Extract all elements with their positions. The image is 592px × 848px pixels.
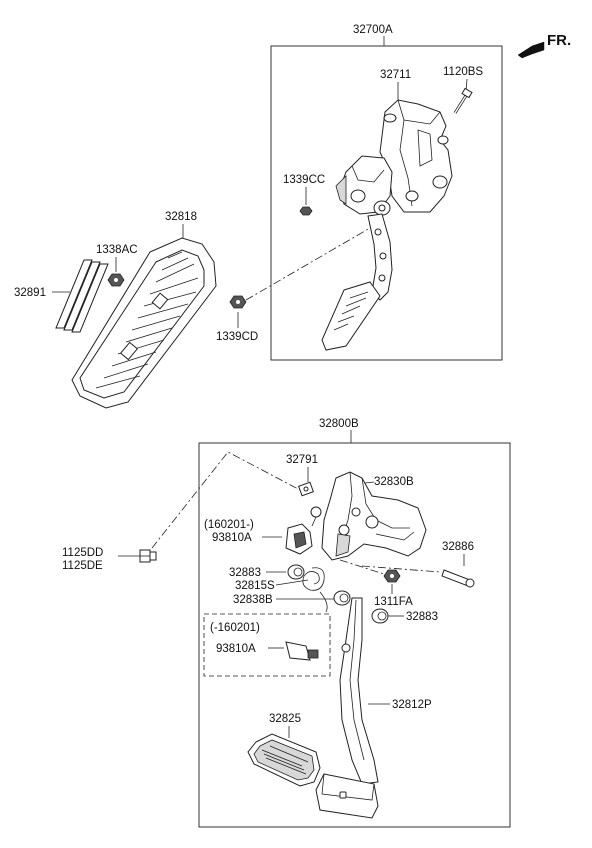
clip-1338AC [107,273,125,287]
label-1311FA: 1311FA [374,596,413,608]
lower-assembly-frame [198,442,511,828]
stop-lamp-switch-old [285,641,319,661]
label-1125DE: 1125DE [62,560,103,572]
label-32800B: 32800B [319,418,359,430]
label-32883-a: 32883 [229,567,261,579]
front-direction-indicator: FR. [517,32,571,59]
front-label: FR. [547,32,571,49]
accelerator-sensor-unit [335,155,393,216]
label-32818: 32818 [165,211,197,223]
bushing-32838B [333,590,351,606]
accelerator-pedal-assembly: 32700A 32711 1120BS 1339CC [14,24,503,409]
nut-1339CD [229,295,247,309]
label-32825: 32825 [269,713,301,725]
label-32700A: 32700A [353,24,393,36]
label-32830B: 32830B [374,476,414,488]
bolt-1120BS [453,87,473,114]
nut-1339CC [299,206,313,216]
brake-pedal-arm-32812P [339,597,379,785]
label-32891: 32891 [14,287,46,299]
label-1339CD: 1339CD [216,331,258,343]
brake-pedal-pad-32825 [247,733,321,787]
pivot-pin-32886 [441,569,475,588]
label-32815S: 32815S [235,580,275,592]
bolt-1125DD [139,549,157,563]
label-date-until: (-160201) [210,622,260,634]
label-date-from: (160201-) [204,519,254,531]
label-1339CC: 1339CC [283,174,325,186]
rubber-strips-32891 [55,259,109,333]
label-1338AC: 1338AC [96,244,138,256]
label-32791: 32791 [286,454,318,466]
label-32883-b: 32883 [406,611,438,623]
return-spring-32815S [302,567,328,613]
stop-lamp-switch-new [285,506,322,555]
label-93810A-old: 93810A [216,643,256,655]
label-32886: 32886 [442,541,474,553]
front-arrow-icon [517,41,545,59]
bushing-32883-a [287,564,305,580]
old-switch-subframe [203,613,331,677]
clip-32791 [298,481,314,497]
label-1120BS: 1120BS [443,66,483,78]
label-1125DD: 1125DD [62,547,103,559]
bushing-32883-b [371,608,389,624]
brake-pedal-foot-plate [315,773,379,819]
label-32838B: 32838B [233,594,273,606]
upper-assembly-frame [270,45,503,361]
nut-1311FA [383,569,401,583]
pedal-pad-32818 [71,237,217,409]
pedal-bracket-32711 [379,99,453,213]
brake-pedal-assembly: 32800B 32791 32830B (160201-) 93810A [62,418,511,828]
label-32812P: 32812P [392,699,432,711]
label-93810A-new: 93810A [212,532,252,544]
accelerator-pedal-pad [321,281,381,351]
accelerator-pedal-arm [367,213,393,301]
brake-bracket-32830B [321,471,427,561]
label-32711: 32711 [380,69,411,81]
